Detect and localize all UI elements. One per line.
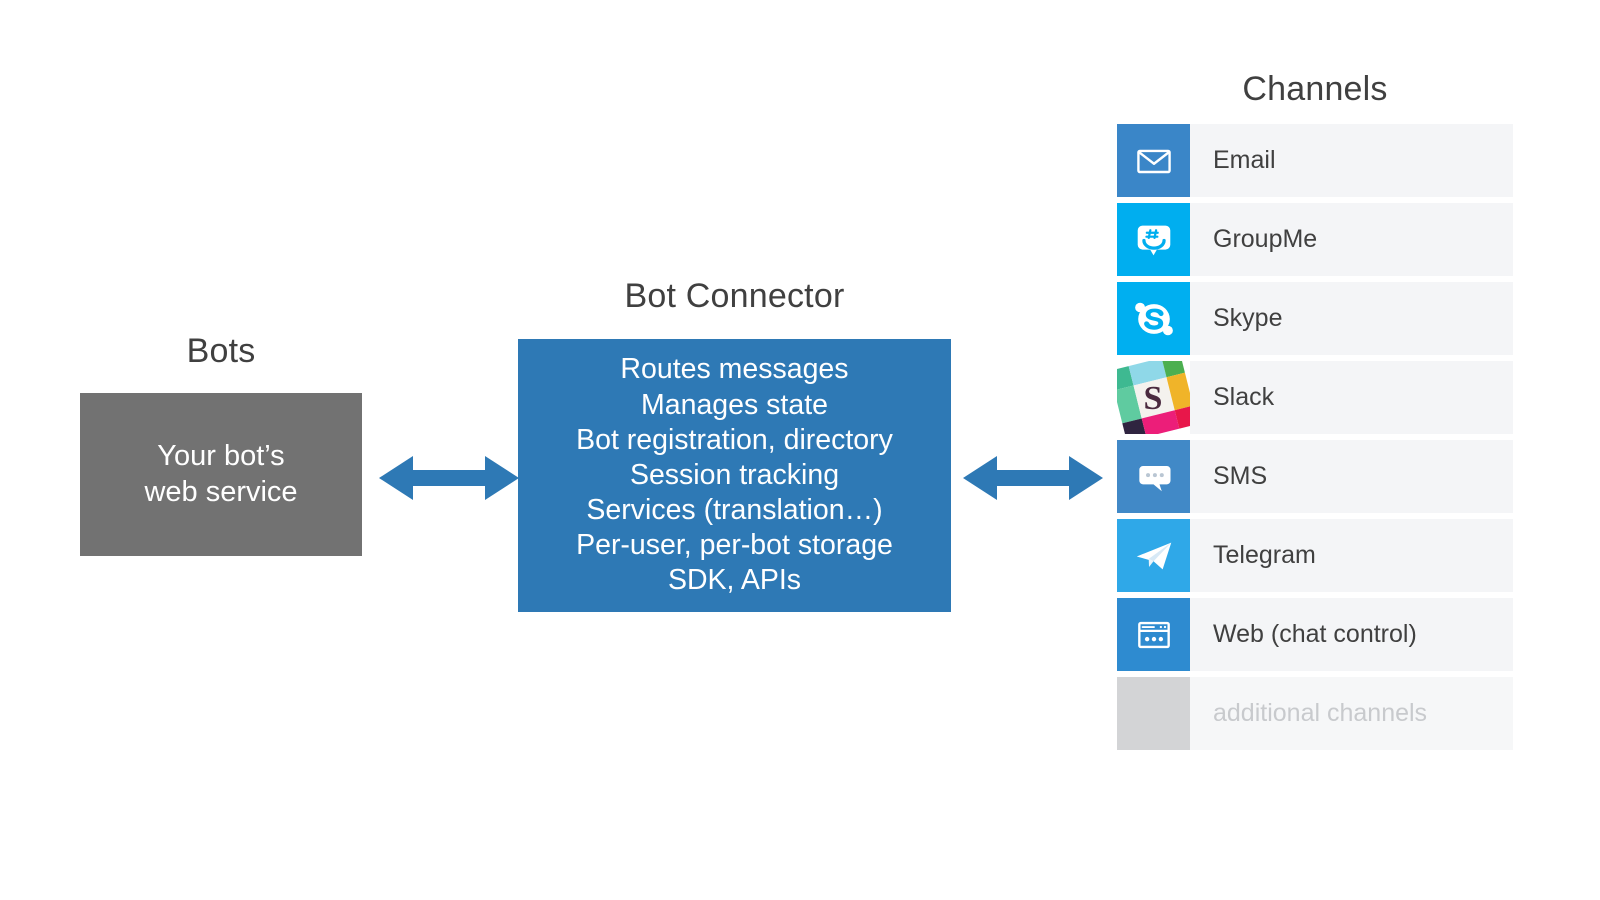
- bot-connector-box: Routes messages Manages state Bot regist…: [518, 339, 951, 612]
- channels-group-title: Channels: [1242, 70, 1388, 108]
- bots-group-title: Bots: [186, 332, 256, 370]
- channels-list: Email GroupMe: [1117, 124, 1513, 750]
- channel-label-strip: Email: [1190, 124, 1513, 197]
- channel-label-strip: Slack: [1190, 361, 1513, 434]
- slack-icon: S: [1117, 361, 1190, 434]
- envelope-icon: [1117, 124, 1190, 197]
- channel-label: additional channels: [1213, 699, 1428, 727]
- double-arrow-icon: [963, 456, 1103, 500]
- channel-row-email[interactable]: Email: [1117, 124, 1513, 197]
- groupme-icon: [1117, 203, 1190, 276]
- svg-text:S: S: [1144, 380, 1163, 417]
- channel-label: Skype: [1213, 304, 1283, 332]
- double-arrow-icon: [379, 456, 519, 500]
- channel-label-strip: Skype: [1190, 282, 1513, 355]
- paper-plane-icon: [1117, 519, 1190, 592]
- channel-label-strip: GroupMe: [1190, 203, 1513, 276]
- channel-label-strip: SMS: [1190, 440, 1513, 513]
- channel-row-telegram[interactable]: Telegram: [1117, 519, 1513, 592]
- speech-bubble-icon: [1117, 440, 1190, 513]
- channel-label-strip: additional channels: [1190, 677, 1513, 750]
- channel-row-skype[interactable]: Skype: [1117, 282, 1513, 355]
- channel-label: SMS: [1213, 462, 1268, 490]
- channel-label: Email: [1213, 146, 1276, 174]
- connector-group-title: Bot Connector: [624, 277, 845, 315]
- blank-tile-icon: [1117, 677, 1190, 750]
- bots-box-text: Your bot’s web service: [144, 439, 298, 508]
- channel-label-strip: Telegram: [1190, 519, 1513, 592]
- skype-icon: [1117, 282, 1190, 355]
- channel-row-web[interactable]: Web (chat control): [1117, 598, 1513, 671]
- channel-label-strip: Web (chat control): [1190, 598, 1513, 671]
- channel-label: GroupMe: [1213, 225, 1318, 253]
- bots-to-connector-arrow: [379, 452, 519, 504]
- channel-row-additional: additional channels: [1117, 677, 1513, 750]
- channel-row-slack[interactable]: S Slack: [1117, 361, 1513, 434]
- channel-label: Web (chat control): [1213, 620, 1417, 648]
- browser-window-icon: [1117, 598, 1190, 671]
- connector-to-channels-arrow: [963, 452, 1103, 504]
- channel-row-sms[interactable]: SMS: [1117, 440, 1513, 513]
- bots-box: Your bot’s web service: [80, 393, 362, 556]
- channel-label: Slack: [1213, 383, 1275, 411]
- channel-label: Telegram: [1213, 541, 1316, 569]
- channel-row-groupme[interactable]: GroupMe: [1117, 203, 1513, 276]
- bot-connector-box-text: Routes messages Manages state Bot regist…: [576, 353, 893, 597]
